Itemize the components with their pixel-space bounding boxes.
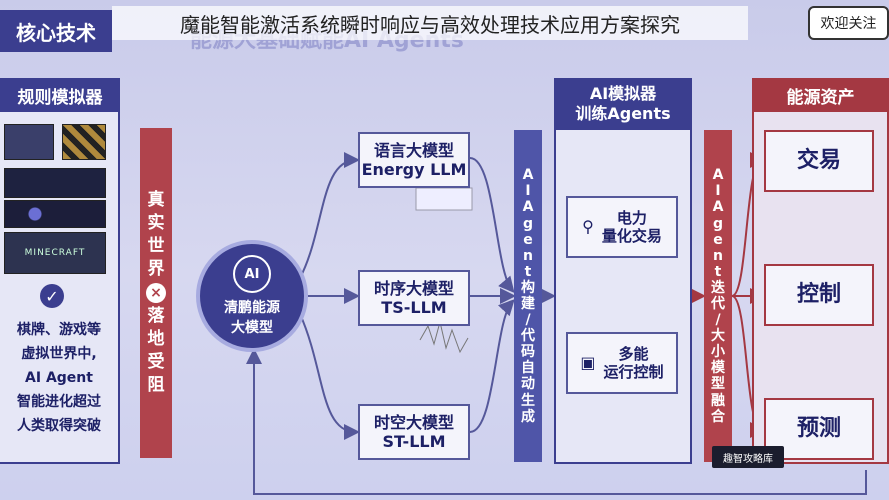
iter-char: 模 xyxy=(711,360,725,377)
overlay-title: 魔能智能激活系统瞬时响应与高效处理技术应用方案探究 xyxy=(112,6,748,40)
left-line-3: AI Agent xyxy=(25,370,93,386)
agent-iterate-column: A I A g e n t 迭 代 / 大 小 模 型 融 合 xyxy=(704,130,732,462)
robot-thumbnail xyxy=(4,124,54,160)
check-icon: ✓ xyxy=(40,284,64,308)
sim-title-2: 训练Agents xyxy=(575,104,671,123)
build-char: 代 xyxy=(521,328,535,345)
build-char: A xyxy=(522,167,534,184)
multi-energy-control-box: ▣ 多能 运行控制 xyxy=(566,332,678,394)
build-char: e xyxy=(523,231,533,248)
minecraft-thumbnail: MINECRAFT xyxy=(4,232,106,274)
network-thumbnail xyxy=(4,200,106,228)
iter-char: 大 xyxy=(711,328,725,345)
iter-char: 合 xyxy=(711,408,725,425)
model-box-ts-llm: 时序大模型 TS-LLM xyxy=(358,270,470,326)
iter-char: n xyxy=(713,247,723,264)
build-char: 自 xyxy=(521,360,535,377)
iter-char: 融 xyxy=(711,392,725,409)
model-line2: Energy LLM xyxy=(361,160,467,179)
rw-char: 阻 xyxy=(147,374,165,395)
build-char: g xyxy=(522,215,534,232)
asset-trading-box: 交易 xyxy=(764,130,874,192)
cross-icon: × xyxy=(146,283,166,303)
watermark-logo: 趣智攻略库 xyxy=(712,446,784,468)
build-char: t xyxy=(524,263,532,280)
sim-title-1: AI模拟器 xyxy=(589,84,657,103)
ai-simulator-title: AI模拟器 训练Agents xyxy=(554,78,692,130)
energy-model-circle: AI 清鹏能源 大模型 xyxy=(196,240,308,352)
rules-simulator-title: 规则模拟器 xyxy=(0,78,120,112)
control-panel-icon: ▣ xyxy=(580,353,596,373)
left-line-1: 棋牌、游戏等 xyxy=(17,322,101,338)
left-panel-text: 棋牌、游戏等 虚拟世界中, AI Agent 智能进化超过 人类取得突破 xyxy=(0,318,118,438)
ai-brain-icon: AI xyxy=(233,255,271,293)
ai-simulator-panel xyxy=(554,78,692,464)
real-world-column: 真 实 世 界 × 落 地 受 阻 xyxy=(140,128,172,458)
asset-control-box: 控制 xyxy=(764,264,874,326)
rw-char: 世 xyxy=(147,236,165,257)
build-char: 生 xyxy=(521,392,535,409)
agent-build-column: A I A g e n t 构 建 / 代 码 自 动 生 成 xyxy=(514,130,542,462)
build-char: / xyxy=(525,312,531,329)
chess-thumbnail xyxy=(62,124,106,160)
sim-item-line2: 运行控制 xyxy=(603,363,664,381)
power-trading-box: ⚲ 电力 量化交易 xyxy=(566,196,678,258)
energy-assets-title: 能源资产 xyxy=(752,78,889,112)
rw-char: 地 xyxy=(147,328,165,349)
watermark-text: 趣智攻略库 xyxy=(723,453,773,465)
sim-item-line1: 电力 xyxy=(616,209,647,227)
build-char: I xyxy=(525,183,531,200)
iter-char: t xyxy=(714,263,722,280)
rw-char: 落 xyxy=(147,306,165,326)
sim-item-line1: 多能 xyxy=(618,345,649,363)
lightbulb-icon: ⚲ xyxy=(582,217,594,237)
build-char: 成 xyxy=(521,408,535,425)
iter-char: / xyxy=(715,312,721,329)
build-char: 码 xyxy=(521,344,535,361)
welcome-badge: 欢迎关注 xyxy=(808,6,889,40)
model-line1: 时序大模型 xyxy=(373,278,454,298)
left-line-5: 人类取得突破 xyxy=(17,418,101,434)
build-char: A xyxy=(522,199,534,216)
iter-char: 小 xyxy=(711,344,725,361)
core-tech-header: 核心技术 xyxy=(0,10,112,52)
model-line1: 语言大模型 xyxy=(373,140,454,160)
rw-char: 真 xyxy=(147,190,165,211)
game-thumbnail xyxy=(4,168,106,198)
model-box-st-llm: 时空大模型 ST-LLM xyxy=(358,404,470,460)
rw-char: 界 xyxy=(147,259,165,280)
iter-char: A xyxy=(712,167,724,184)
left-line-4: 智能进化超过 xyxy=(17,394,101,410)
model-line1: 时空大模型 xyxy=(373,412,454,432)
build-char: 动 xyxy=(521,376,535,393)
center-model-name-1: 清鹏能源 xyxy=(224,300,280,316)
iter-char: g xyxy=(712,215,724,232)
build-char: 构 xyxy=(521,279,535,296)
model-box-energy-llm: 语言大模型 Energy LLM xyxy=(358,132,470,188)
center-model-name-2: 大模型 xyxy=(231,320,273,336)
rw-char: 实 xyxy=(147,213,165,234)
iter-char: 型 xyxy=(711,376,725,393)
build-char: 建 xyxy=(521,296,535,312)
iter-char: A xyxy=(712,199,724,216)
model-line2: ST-LLM xyxy=(382,432,446,451)
rw-char: 受 xyxy=(147,351,165,372)
iter-char: e xyxy=(713,231,723,248)
iter-char: 迭 xyxy=(711,279,725,296)
left-line-2: 虚拟世界中, xyxy=(21,346,97,362)
iter-char: I xyxy=(715,183,721,200)
iter-char: 代 xyxy=(711,296,725,312)
sim-item-line2: 量化交易 xyxy=(601,227,662,245)
model-line2: TS-LLM xyxy=(381,298,447,317)
build-char: n xyxy=(523,247,533,264)
